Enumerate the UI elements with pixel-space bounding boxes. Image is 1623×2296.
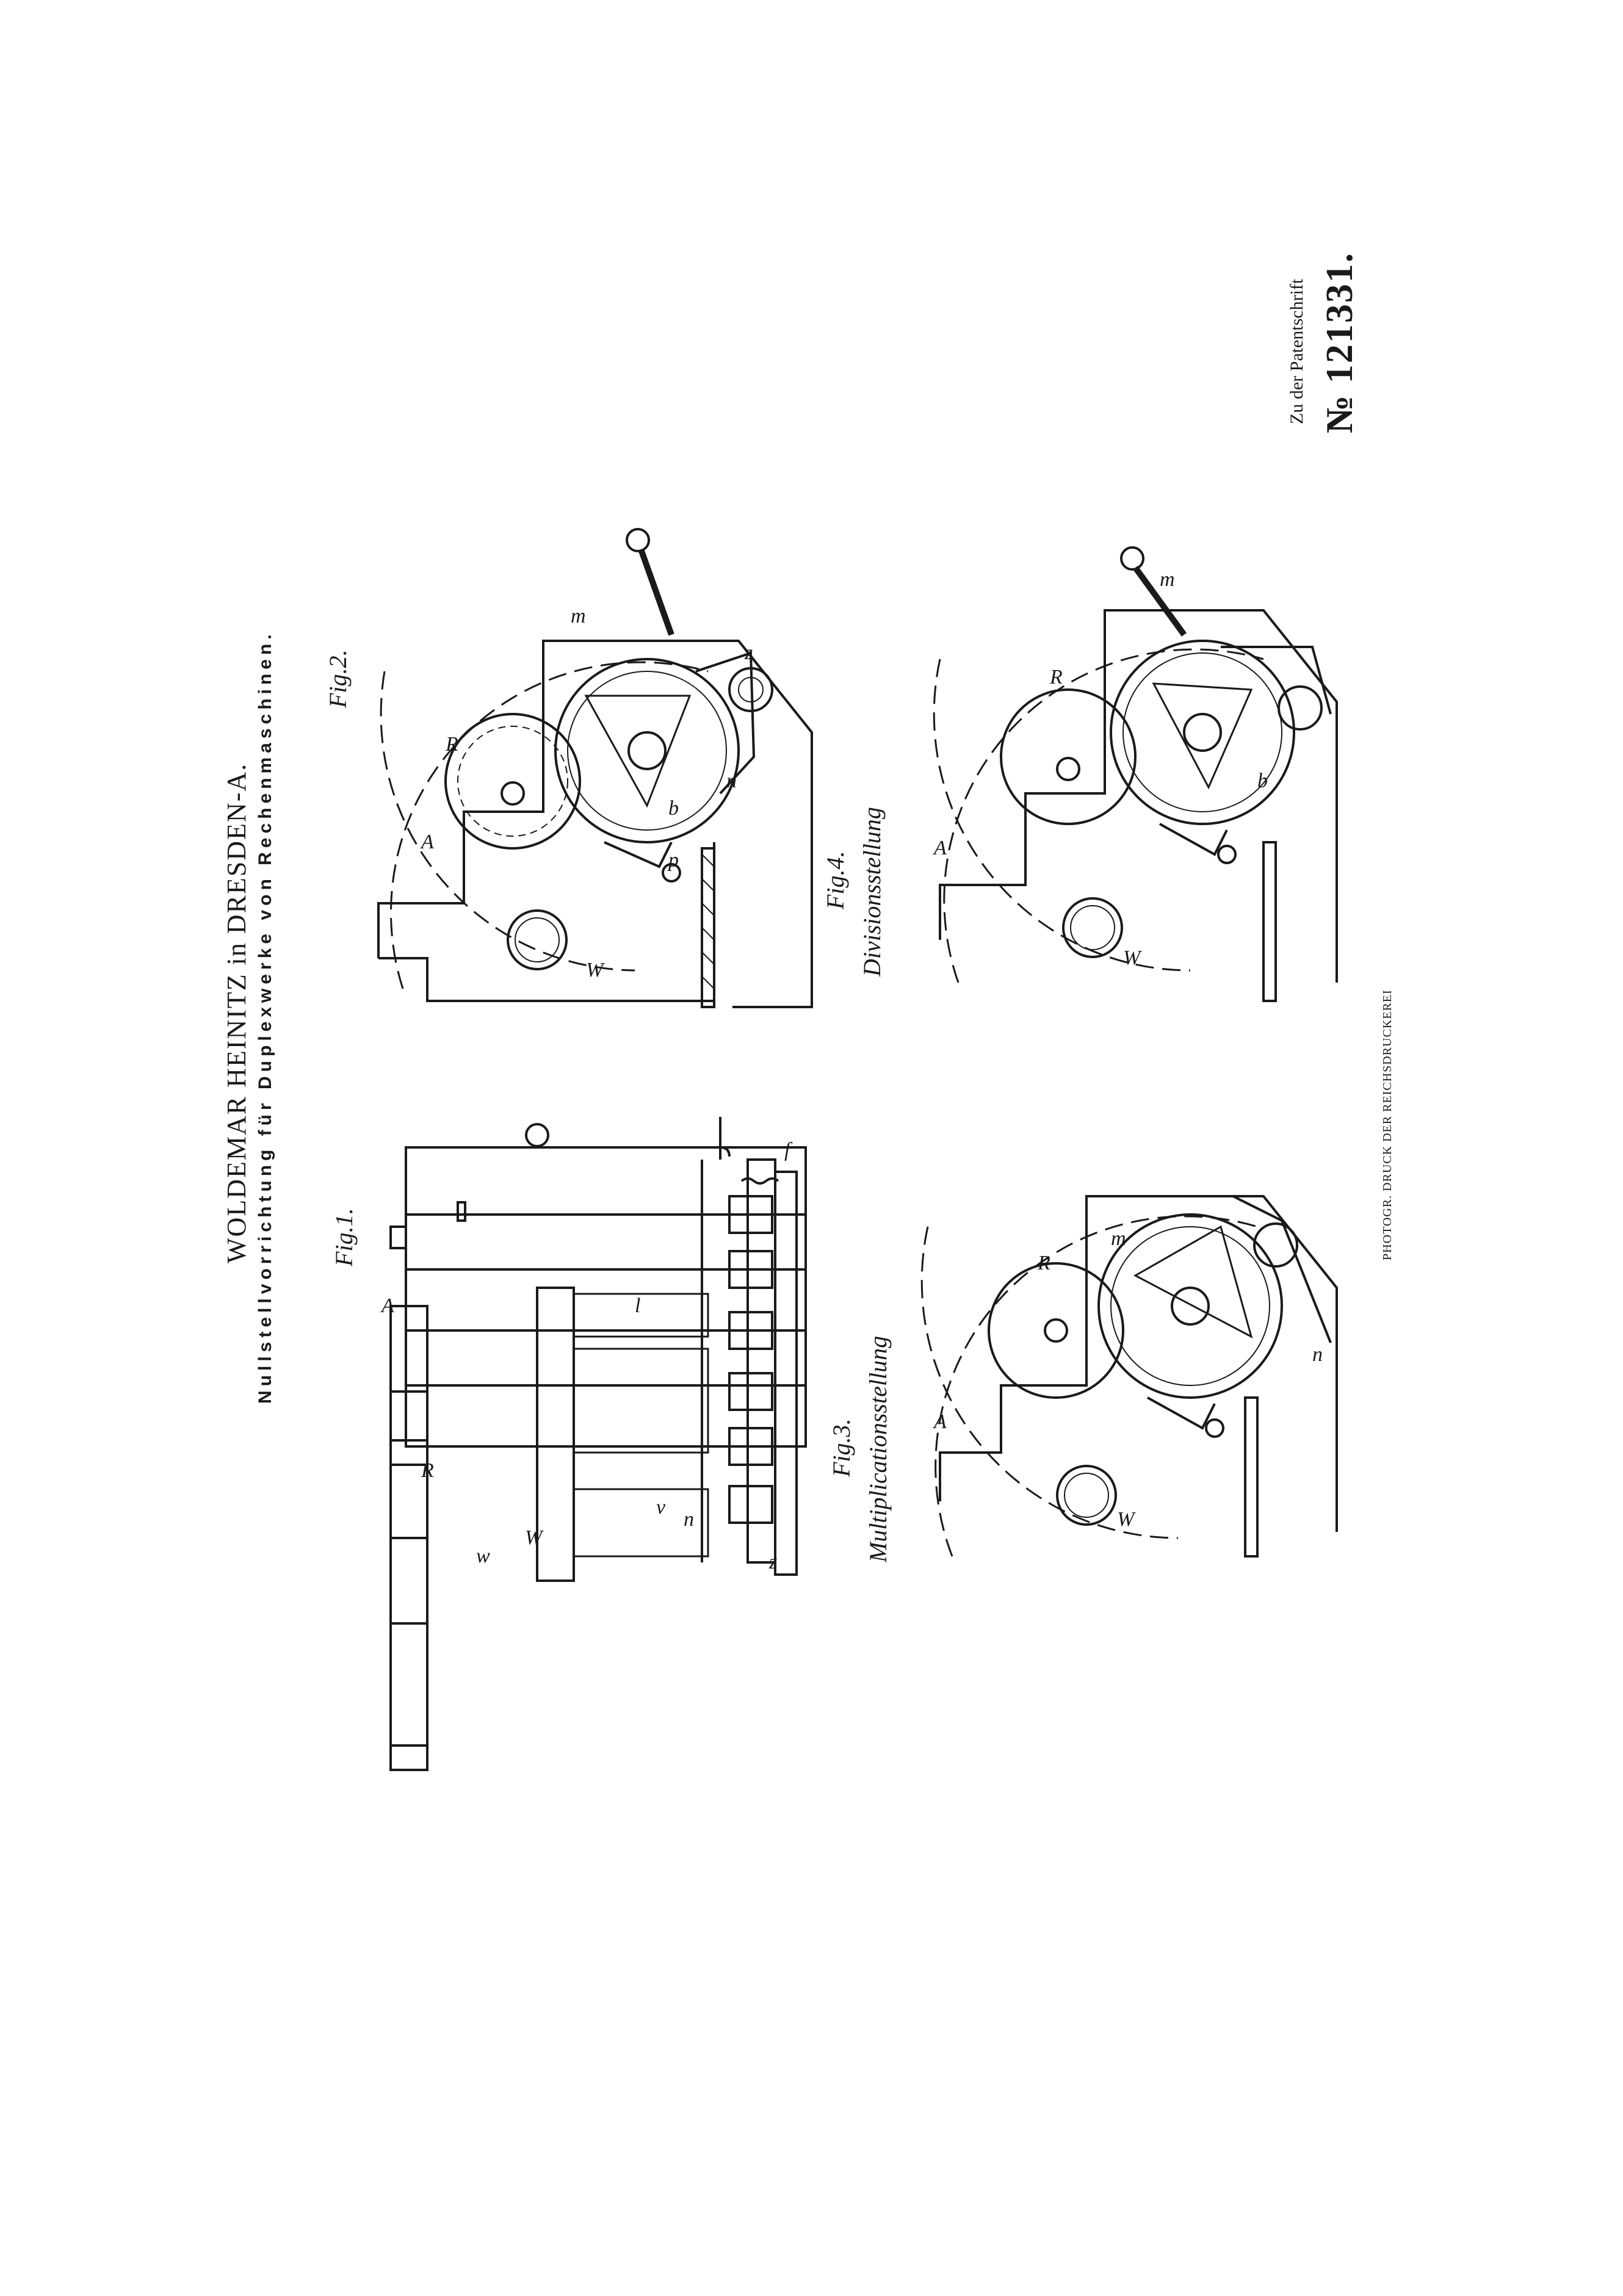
label-A-fig4: A [933,837,947,859]
label-l-fig1: l [635,1294,640,1317]
label-n-fig2: n [726,770,737,792]
label-W-fig1: W [525,1526,544,1549]
fig2-drawing [377,528,813,1008]
label-m-fig3: m [1111,1227,1126,1250]
label-w-fig1: w [476,1545,490,1567]
fig1-drawing [389,1117,807,1771]
label-W-fig3: W [1117,1508,1136,1531]
label-W-fig4: W [1123,947,1142,969]
label-p-fig2: p [667,849,679,872]
label-n-fig3: n [1312,1343,1323,1366]
label-v-fig1: v [656,1496,666,1518]
label-m-fig2: m [571,605,586,627]
label-A-fig1: A [380,1294,394,1317]
label-R-fig1: R [421,1459,434,1482]
label-f-fig1: f [784,1139,793,1161]
fig3-drawing [920,1195,1338,1558]
label-m-fig4: m [1160,568,1175,591]
label-z-fig2: z [744,641,753,664]
fig4-drawing [933,546,1338,1002]
label-A-fig2: A [420,831,434,853]
label-A-fig3: A [933,1410,947,1433]
label-b-fig2: b [668,797,679,820]
label-W-fig2: W [586,959,605,981]
label-n-fig1: n [684,1508,694,1531]
label-R-fig3: R [1037,1252,1050,1274]
label-z-fig1: z [768,1551,777,1573]
label-b-fig4: b [1257,770,1268,792]
label-R-fig4: R [1049,666,1063,688]
label-R-fig2: R [445,733,458,756]
